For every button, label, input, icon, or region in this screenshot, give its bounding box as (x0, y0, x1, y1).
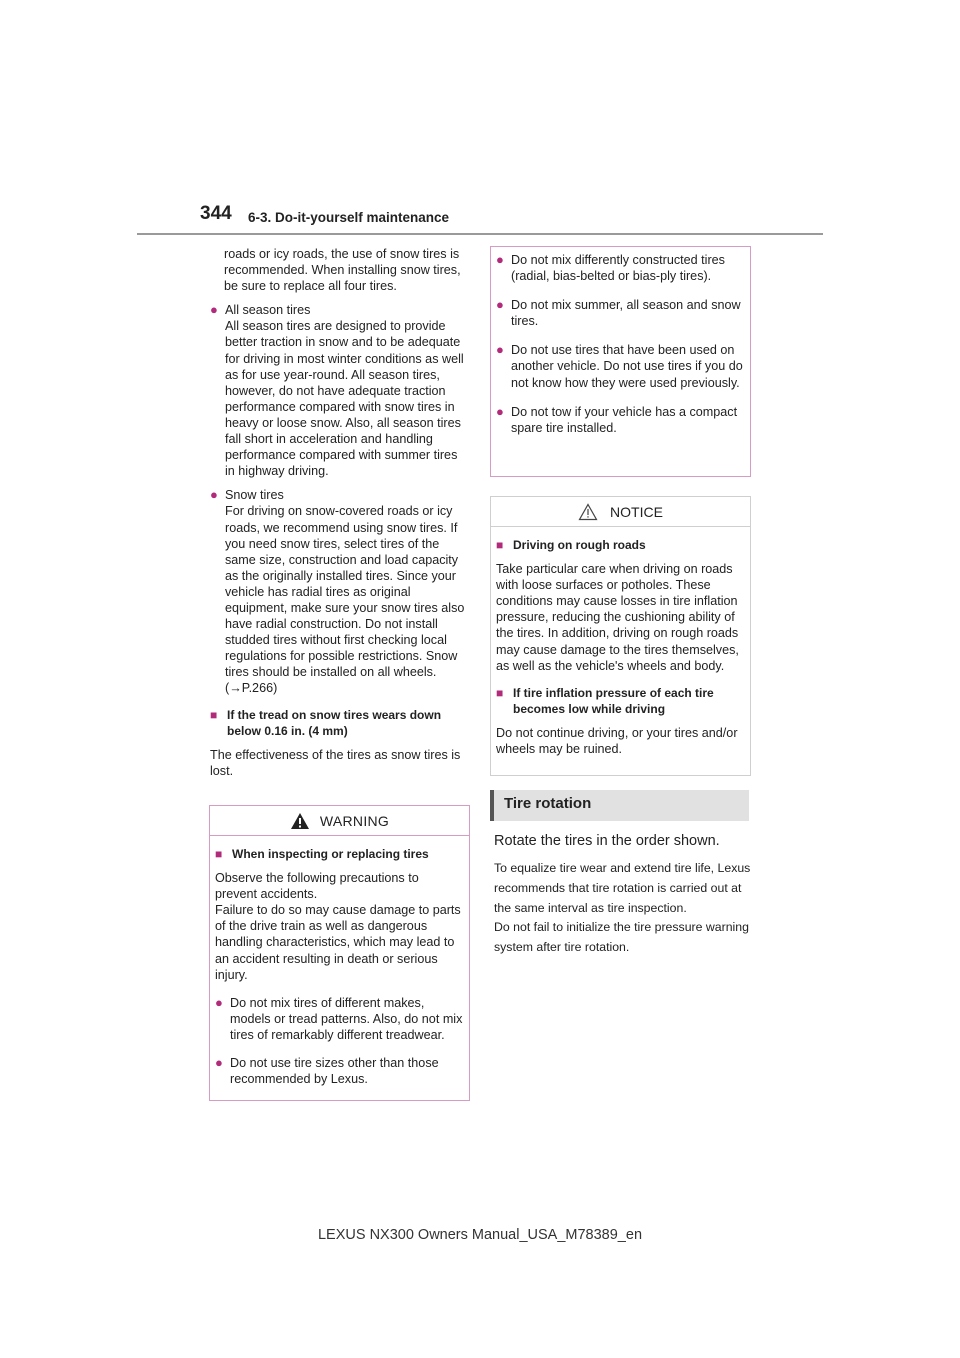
warning-bullet: ● Do not use tires that have been used o… (496, 342, 745, 390)
rotation-text-1: To equalize tire wear and extend tire li… (494, 861, 751, 915)
warning-heading-text: When inspecting or replacing tires (232, 847, 429, 861)
notice-box: NOTICE ■ Driving on rough roads Take par… (490, 496, 751, 776)
warning-bullet-text: Do not use tire sizes other than those r… (230, 1056, 439, 1087)
warning-bullet-text: Do not use tires that have been used on … (511, 343, 743, 390)
warning-bullet: ● Do not mix differently constructed tir… (496, 252, 745, 284)
rotation-body: To equalize tire wear and extend tire li… (494, 859, 752, 958)
rotation-lead: Rotate the tires in the order shown. (494, 833, 720, 849)
warning-bullet: ● Do not mix tires of different makes, m… (215, 995, 464, 1043)
bullet-dot-icon: ● (496, 252, 504, 267)
bullet-dot-icon: ● (210, 487, 218, 503)
warning-bullet-text: Do not tow if your vehicle has a compact… (511, 404, 738, 435)
bullet-snow-tires: ● Snow tires For driving on snow-covered… (210, 487, 470, 696)
warning-box: WARNING ■ When inspecting or replacing t… (209, 805, 470, 1101)
notice-heading-2: ■ If tire inflation pressure of each tir… (496, 685, 745, 717)
notice-heading-1-text: Driving on rough roads (513, 538, 646, 552)
intro-text: roads or icy roads, the use of snow tire… (224, 247, 461, 294)
snow-text: For driving on snow-covered roads or icy… (225, 504, 465, 696)
tread-heading: ■ If the tread on snow tires wears down … (210, 707, 470, 739)
notice-heading-2-text: If tire inflation pressure of each tire … (513, 685, 714, 716)
bullet-dot-icon: ● (496, 297, 504, 313)
warning-title: WARNING (210, 806, 469, 836)
tread-text: The effectiveness of the tires as snow t… (210, 747, 461, 778)
notice-body: ■ Driving on rough roads Take particular… (491, 527, 750, 765)
tire-rotation-heading: Tire rotation (490, 790, 749, 821)
header-divider (137, 233, 823, 235)
all-season-text: All season tires are designed to provide… (225, 319, 464, 479)
warning-continued-box: ● Do not mix differently constructed tir… (490, 246, 751, 477)
all-season-title: All season tires (225, 303, 311, 318)
left-column: roads or icy roads, the use of snow tire… (210, 246, 470, 779)
warning-bullet: ● Do not tow if your vehicle has a compa… (496, 404, 745, 436)
warning-bullet-text: Do not mix summer, all season and snow t… (511, 298, 741, 329)
notice-title: NOTICE (491, 497, 750, 527)
square-bullet-icon: ■ (215, 847, 223, 861)
notice-text-2: Do not continue driving, or your tires a… (496, 725, 738, 757)
warning-body: ■ When inspecting or replacing tires Obs… (210, 836, 469, 1095)
warning-heading: ■ When inspecting or replacing tires (215, 846, 464, 862)
warning-bullet: ● Do not mix summer, all season and snow… (496, 297, 745, 329)
caution-triangle-icon (578, 502, 598, 520)
warning-text-2: Failure to do so may cause damage to par… (215, 903, 461, 982)
warning-bullet-text: Do not mix differently constructed tires… (511, 253, 725, 284)
bullet-dot-icon: ● (215, 1055, 223, 1071)
tire-rotation-heading-text: Tire rotation (504, 795, 592, 812)
square-bullet-icon: ■ (496, 538, 504, 552)
warning-title-text: WARNING (319, 812, 390, 829)
tread-heading-text: If the tread on snow tires wears down be… (227, 707, 442, 738)
bullet-dot-icon: ● (496, 342, 504, 358)
square-bullet-icon: ■ (496, 685, 504, 700)
warning-bullet-text: Do not mix tires of different makes, mod… (230, 995, 463, 1042)
warning-triangle-icon (290, 812, 309, 829)
bullet-all-season: ● All season tires All season tires are … (210, 302, 470, 479)
square-bullet-icon: ■ (210, 707, 218, 722)
notice-heading-1: ■ Driving on rough roads (496, 537, 745, 553)
notice-text-1: Take particular care when driving on roa… (496, 562, 739, 673)
notice-title-text: NOTICE (610, 503, 663, 520)
section-title: 6-3. Do-it-yourself maintenance (248, 210, 450, 225)
page-number: 344 (200, 203, 232, 224)
warning-continued-body: ● Do not mix differently constructed tir… (491, 247, 750, 444)
bullet-dot-icon: ● (210, 302, 218, 318)
bullet-dot-icon: ● (496, 403, 504, 419)
footer-manual-id: LEXUS NX300 Owners Manual_USA_M78389_en (317, 1227, 643, 1243)
warning-bullet: ● Do not use tire sizes other than those… (215, 1055, 464, 1087)
warning-text-1: Observe the following precautions to pre… (215, 871, 419, 902)
rotation-text-2: Do not fail to initialize the tire press… (494, 920, 749, 955)
bullet-dot-icon: ● (215, 994, 223, 1010)
snow-title: Snow tires (225, 488, 284, 503)
